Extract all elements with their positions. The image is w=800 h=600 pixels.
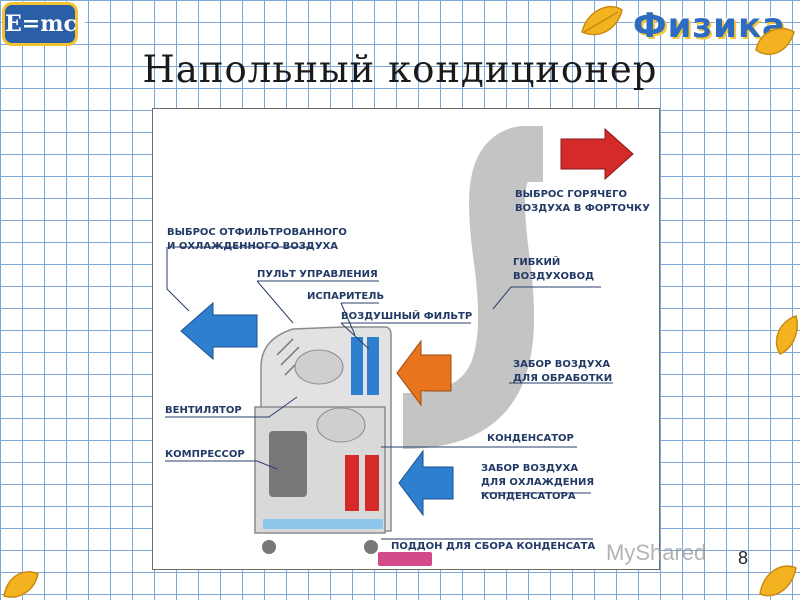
leaf-icon xyxy=(775,315,798,355)
intake-process-arrow xyxy=(396,339,452,407)
watermark: MyShared xyxy=(606,540,707,565)
leaf-icon xyxy=(581,5,623,36)
label-flex-duct-2: ВОЗДУХОВОД xyxy=(513,271,594,282)
label-flex-duct-1: ГИБКИЙ xyxy=(513,255,560,268)
page-number: 8 xyxy=(738,548,749,568)
unit-body xyxy=(254,326,392,554)
filtered-air-out-arrow xyxy=(180,301,258,361)
label-evaporator: ИСПАРИТЕЛЬ xyxy=(307,291,384,302)
fan-upper xyxy=(294,349,344,385)
leaf-icon xyxy=(755,27,795,55)
label-filtered-air-out-1: ВЫБРОС ОТФИЛЬТРОВАННОГО xyxy=(167,227,347,238)
air-conditioner-diagram: ВЫБРОС ОТФИЛЬТРОВАННОГО И ОХЛАЖДЕННОГО В… xyxy=(152,108,660,570)
hot-air-arrow xyxy=(560,127,634,181)
leaf-icon xyxy=(3,571,39,598)
label-drip-tray: ПОДДОН ДЛЯ СБОРА КОНДЕНСАТА xyxy=(391,541,595,552)
label-intake-cooling-3: КОНДЕНСАТОРА xyxy=(481,491,576,502)
label-intake-process-1: ЗАБОР ВОЗДУХА xyxy=(513,359,610,370)
label-condenser: КОНДЕНСАТОР xyxy=(487,433,574,444)
site-badge xyxy=(378,552,432,566)
label-filtered-air-out-2: И ОХЛАЖДЕННОГО ВОЗДУХА xyxy=(167,241,338,252)
label-hot-air-out-2: ВОЗДУХА В ФОРТОЧКУ xyxy=(515,203,650,214)
diagram-canvas: ВЫБРОС ОТФИЛЬТРОВАННОГО И ОХЛАЖДЕННОГО В… xyxy=(165,126,650,554)
flex-duct xyxy=(402,126,543,449)
label-intake-cooling-1: ЗАБОР ВОЗДУХА xyxy=(481,463,578,474)
label-intake-cooling-2: ДЛЯ ОХЛАЖДЕНИЯ xyxy=(481,477,594,488)
compressor-block xyxy=(269,431,307,497)
page-title: Напольный кондиционер xyxy=(142,48,658,91)
label-hot-air-out-1: ВЫБРОС ГОРЯЧЕГО xyxy=(515,189,627,200)
label-compressor: КОМПРЕССОР xyxy=(165,449,245,460)
label-air-filter: ВОЗДУШНЫЙ ФИЛЬТР xyxy=(341,309,472,322)
evaporator-block xyxy=(351,337,363,395)
label-intake-process-2: ДЛЯ ОБРАБОТКИ xyxy=(513,373,612,384)
condenser-block xyxy=(345,455,359,511)
drip-tray xyxy=(263,519,383,529)
label-fan: ВЕНТИЛЯТОР xyxy=(165,405,242,416)
intake-cooling-arrow xyxy=(398,449,454,517)
fan-lower xyxy=(316,407,366,443)
leaf-icon xyxy=(759,565,797,597)
emc-logo-text: E=mc² xyxy=(5,11,87,37)
label-control-panel: ПУЛЬТ УПРАВЛЕНИЯ xyxy=(257,269,378,280)
emc-logo: E=mc² xyxy=(2,2,87,46)
